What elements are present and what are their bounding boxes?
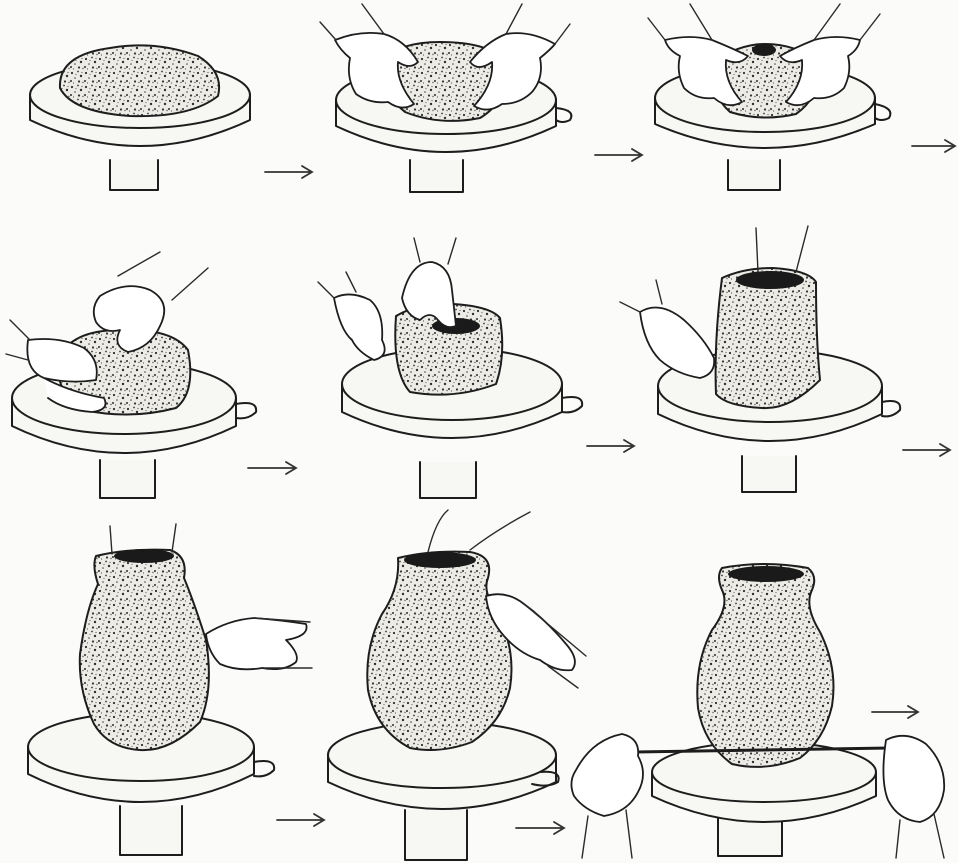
step-5-opening-cylinder: [318, 238, 582, 498]
vase-mouth: [728, 566, 804, 582]
step-8-forming-neck: [328, 510, 586, 860]
arrow-icon: [587, 440, 634, 452]
forearms: [648, 4, 880, 40]
step-3-opening-center: [648, 4, 890, 190]
wheel-handle: [254, 761, 274, 776]
wheel-handle: [556, 108, 571, 122]
center-opening: [114, 549, 174, 563]
step-4-pushing-clay: [6, 252, 256, 498]
arrow-icon: [903, 444, 950, 456]
arrow-icon: [248, 462, 296, 474]
wheel-handle: [875, 104, 890, 120]
center-opening: [404, 552, 476, 568]
clay-vessel-vase: [367, 552, 511, 750]
cutting-wire: [634, 748, 890, 752]
outer-hand: [206, 618, 307, 669]
outer-hand: [334, 294, 385, 360]
center-opening: [752, 44, 776, 56]
clay-cylinder-tall: [716, 268, 820, 408]
finished-vase: [697, 564, 833, 767]
arrow-icon: [595, 149, 642, 161]
wheel-handle: [882, 401, 900, 416]
arrow-icon: [277, 814, 324, 826]
outer-hand: [640, 308, 714, 379]
arrow-icon: [265, 166, 312, 178]
clay-lump: [60, 45, 219, 116]
arrow-icon: [872, 706, 918, 718]
step-1-centering-clay: [30, 45, 250, 190]
inner-arm: [756, 226, 808, 272]
step-2-pressing-clay: [320, 4, 571, 192]
arrow-icon: [912, 140, 955, 152]
center-opening: [736, 271, 804, 289]
clay-vessel-bulging: [80, 550, 209, 751]
step-9-cutting-with-wire: [571, 564, 944, 858]
right-wire-hand: [883, 736, 944, 822]
step-6-pulling-walls: [620, 226, 900, 492]
wheel-handle: [236, 403, 256, 418]
step-7-shaping-belly: [28, 524, 312, 855]
wheel-handle: [562, 397, 582, 412]
arrow-icon: [516, 822, 564, 834]
left-wire-hand: [571, 734, 643, 816]
